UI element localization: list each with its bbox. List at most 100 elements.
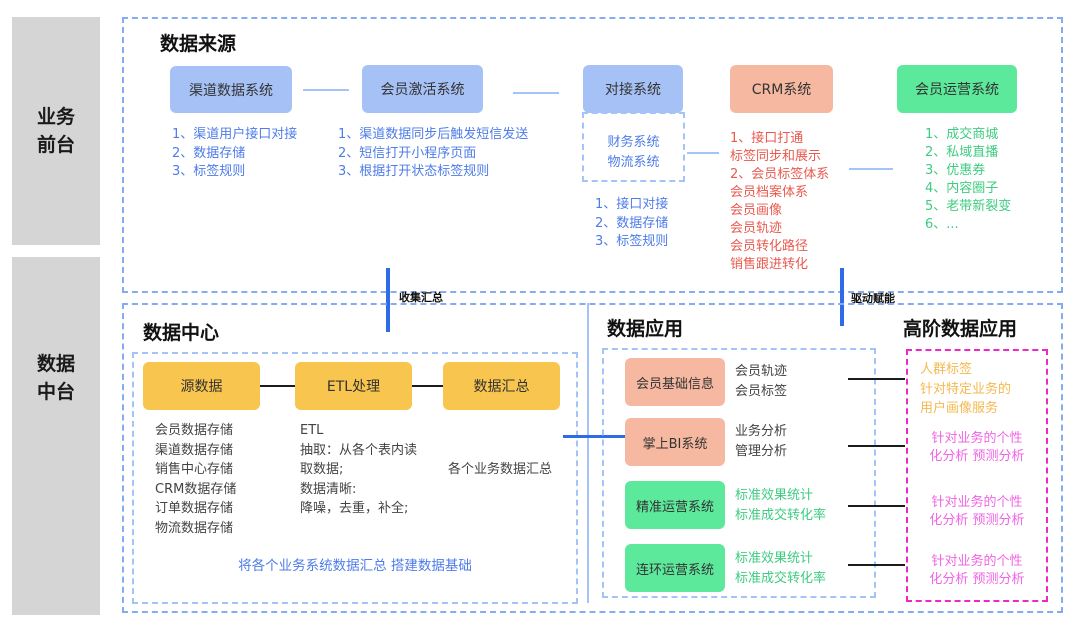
persona-entry: 人群标签 针对特定业务的 用户画像服务 — [920, 360, 1011, 419]
entry-line: 针对特定业务的 — [920, 381, 1012, 397]
list-item: 3、根据打开状态标签规则 — [338, 164, 490, 179]
side-label-line: 业务 — [36, 106, 75, 128]
note-line: 会员标签 — [735, 383, 788, 399]
list-item: 3、标签规则 — [595, 234, 669, 249]
side-label-data-middle-office: 数据 中台 — [12, 257, 100, 615]
note-line: 标准成交转化率 — [735, 570, 827, 586]
app-notes-member-info: 会员轨迹 会员标签 — [735, 362, 787, 401]
side-label-line: 前台 — [36, 134, 75, 156]
channel-system-list: 1、渠道用户接口对接 2、数据存储 3、标签规则 — [172, 126, 297, 182]
note-line: 标准效果统计 — [735, 551, 814, 566]
data-platform-section-border — [122, 303, 1063, 613]
system-box-member-activation: 会员激活系统 — [362, 65, 483, 113]
list-item: 会员转化路径 — [730, 239, 809, 254]
connector-line — [513, 92, 559, 94]
system-box-integration: 对接系统 — [583, 65, 683, 113]
data-apps-box — [602, 348, 876, 598]
collect-flow-label: 收集汇总 — [399, 291, 443, 304]
entry-line: 化分析 预测分析 — [929, 571, 1025, 587]
entry-line: 针对业务的个性 — [931, 554, 1023, 569]
list-item: 渠道数据存储 — [155, 442, 234, 458]
data-apps-title: 数据应用 — [607, 318, 684, 340]
connector-line — [260, 385, 295, 387]
app-notes-precision-ops: 标准效果统计 标准成交转化率 — [735, 486, 826, 525]
list-item: 销售跟进转化 — [730, 257, 809, 272]
analysis-entry: 针对业务的个性 化分析 预测分析 — [906, 430, 1048, 465]
list-item: 5、老带新裂变 — [925, 199, 1012, 214]
entry-line: 化分析 预测分析 — [929, 512, 1025, 528]
list-item: 2、会员标签体系 — [730, 167, 830, 182]
drive-flow-label: 驱动赋能 — [851, 292, 895, 305]
data-sources-section-border — [122, 17, 1063, 293]
list-item: 1、接口对接 — [595, 197, 669, 212]
connector-line — [848, 378, 905, 380]
section-divider-line — [587, 303, 589, 603]
list-item: 订单数据存储 — [155, 501, 234, 516]
list-item: 会员数据存储 — [155, 423, 234, 438]
note-line: 标准成交转化率 — [735, 507, 827, 523]
connector-line — [563, 435, 625, 438]
etl-detail-list: ETL 抽取：从各个表内读 取数据; 数据清晰: 降噪，去重，补全; — [300, 421, 417, 519]
note-line: 业务分析 — [735, 424, 788, 439]
list-item: 1、成交商城 — [925, 127, 999, 142]
app-notes-chain-ops: 标准效果统计 标准成交转化率 — [735, 549, 826, 588]
member-ops-list: 1、成交商城 2、私域直播 3、优惠券 4、内容圈子 5、老带新裂变 6、... — [925, 126, 1011, 234]
entry-line: 人群标签 — [920, 362, 973, 377]
system-box-crm: CRM系统 — [730, 65, 833, 113]
note-line: 管理分析 — [735, 443, 788, 459]
analysis-entry: 针对业务的个性 化分析 预测分析 — [906, 494, 1048, 529]
integration-system-list: 1、接口对接 2、数据存储 3、标签规则 — [595, 196, 668, 252]
list-item: 标签同步和展示 — [730, 149, 822, 164]
data-center-box — [132, 352, 578, 604]
analysis-entry: 针对业务的个性 化分析 预测分析 — [906, 553, 1048, 588]
connector-line — [848, 445, 905, 447]
entry-line: 用户画像服务 — [920, 401, 999, 416]
connector-line — [849, 168, 893, 170]
app-box-precision-ops: 精准运营系统 — [625, 481, 725, 529]
summary-note: 各个业务数据汇总 — [448, 462, 553, 477]
sub-systems-text: 财务系统 物流系统 — [584, 114, 683, 173]
node-etl-processing: ETL处理 — [295, 362, 412, 410]
entry-line: 针对业务的个性 — [931, 495, 1023, 510]
side-label-business-front-office: 业务 前台 — [12, 17, 100, 245]
node-source-data: 源数据 — [143, 362, 260, 410]
system-box-member-operations: 会员运营系统 — [897, 65, 1017, 113]
collect-flow-line — [386, 268, 390, 332]
activation-system-list: 1、渠道数据同步后触发短信发送 2、短信打开小程序页面 3、根据打开状态标签规则 — [338, 126, 528, 182]
side-label-line: 数据 — [36, 353, 75, 375]
data-sources-title: 数据来源 — [160, 33, 237, 55]
list-item: 财务系统 — [607, 135, 660, 150]
list-item: 1、渠道数据同步后触发短信发送 — [338, 127, 529, 142]
list-item: 3、标签规则 — [172, 164, 246, 179]
list-item: 会员轨迹 — [730, 221, 783, 236]
storage-list: 会员数据存储 渠道数据存储 销售中心存储 CRM数据存储 订单数据存储 物流数据… — [155, 421, 236, 538]
note-line: 标准效果统计 — [735, 488, 814, 503]
list-item: 1、渠道用户接口对接 — [172, 127, 298, 142]
list-item: 2、数据存储 — [595, 215, 669, 231]
list-item: 2、数据存储 — [172, 145, 246, 161]
connector-line — [303, 89, 349, 91]
node-data-summary: 数据汇总 — [443, 362, 560, 410]
list-item: 抽取：从各个表内读 — [300, 442, 418, 458]
connector-line — [848, 564, 905, 566]
data-center-title: 数据中心 — [143, 322, 220, 344]
advanced-apps-box — [906, 349, 1048, 602]
data-center-footer: 将各个业务系统数据汇总 搭建数据基础 — [238, 558, 472, 574]
list-item: 数据清晰: — [300, 481, 357, 497]
integration-sub-systems-box: 财务系统 物流系统 — [582, 112, 685, 182]
connector-line — [848, 505, 905, 507]
crm-system-list: 1、接口打通 标签同步和展示 2、会员标签体系 会员档案体系 会员画像 会员轨迹… — [730, 130, 829, 274]
list-item: 销售中心存储 — [155, 462, 234, 477]
drive-flow-line — [840, 268, 844, 326]
list-item: 会员画像 — [730, 203, 783, 218]
list-item: 1、接口打通 — [730, 131, 804, 146]
list-item: ETL — [300, 423, 324, 438]
list-item: 物流数据存储 — [155, 520, 234, 536]
list-item: 降噪，去重，补全; — [300, 501, 409, 516]
list-item: 3、优惠券 — [925, 163, 986, 178]
list-item: 2、短信打开小程序页面 — [338, 145, 477, 161]
list-item: 4、内容圈子 — [925, 181, 999, 196]
side-label-text: 数据 中台 — [12, 350, 100, 406]
list-item: 会员档案体系 — [730, 185, 809, 200]
